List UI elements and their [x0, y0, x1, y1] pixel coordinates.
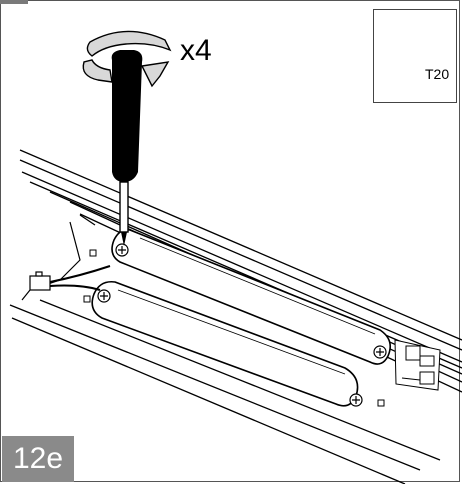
battery-lower	[91, 280, 359, 407]
repeat-count: x4	[180, 34, 212, 67]
rotate-clockwise-icon	[82, 30, 172, 88]
step-number-badge: 12e	[2, 436, 74, 482]
screwdriver-icon	[111, 50, 143, 246]
tool-required-box: T20	[373, 9, 457, 103]
header-tab	[0, 0, 28, 4]
connector-icon	[29, 265, 111, 291]
circuit-board	[394, 339, 441, 391]
housing-rails	[9, 149, 462, 484]
tool-size-label: T20	[425, 66, 450, 82]
screw-icon	[97, 243, 387, 407]
battery-upper	[111, 228, 391, 365]
